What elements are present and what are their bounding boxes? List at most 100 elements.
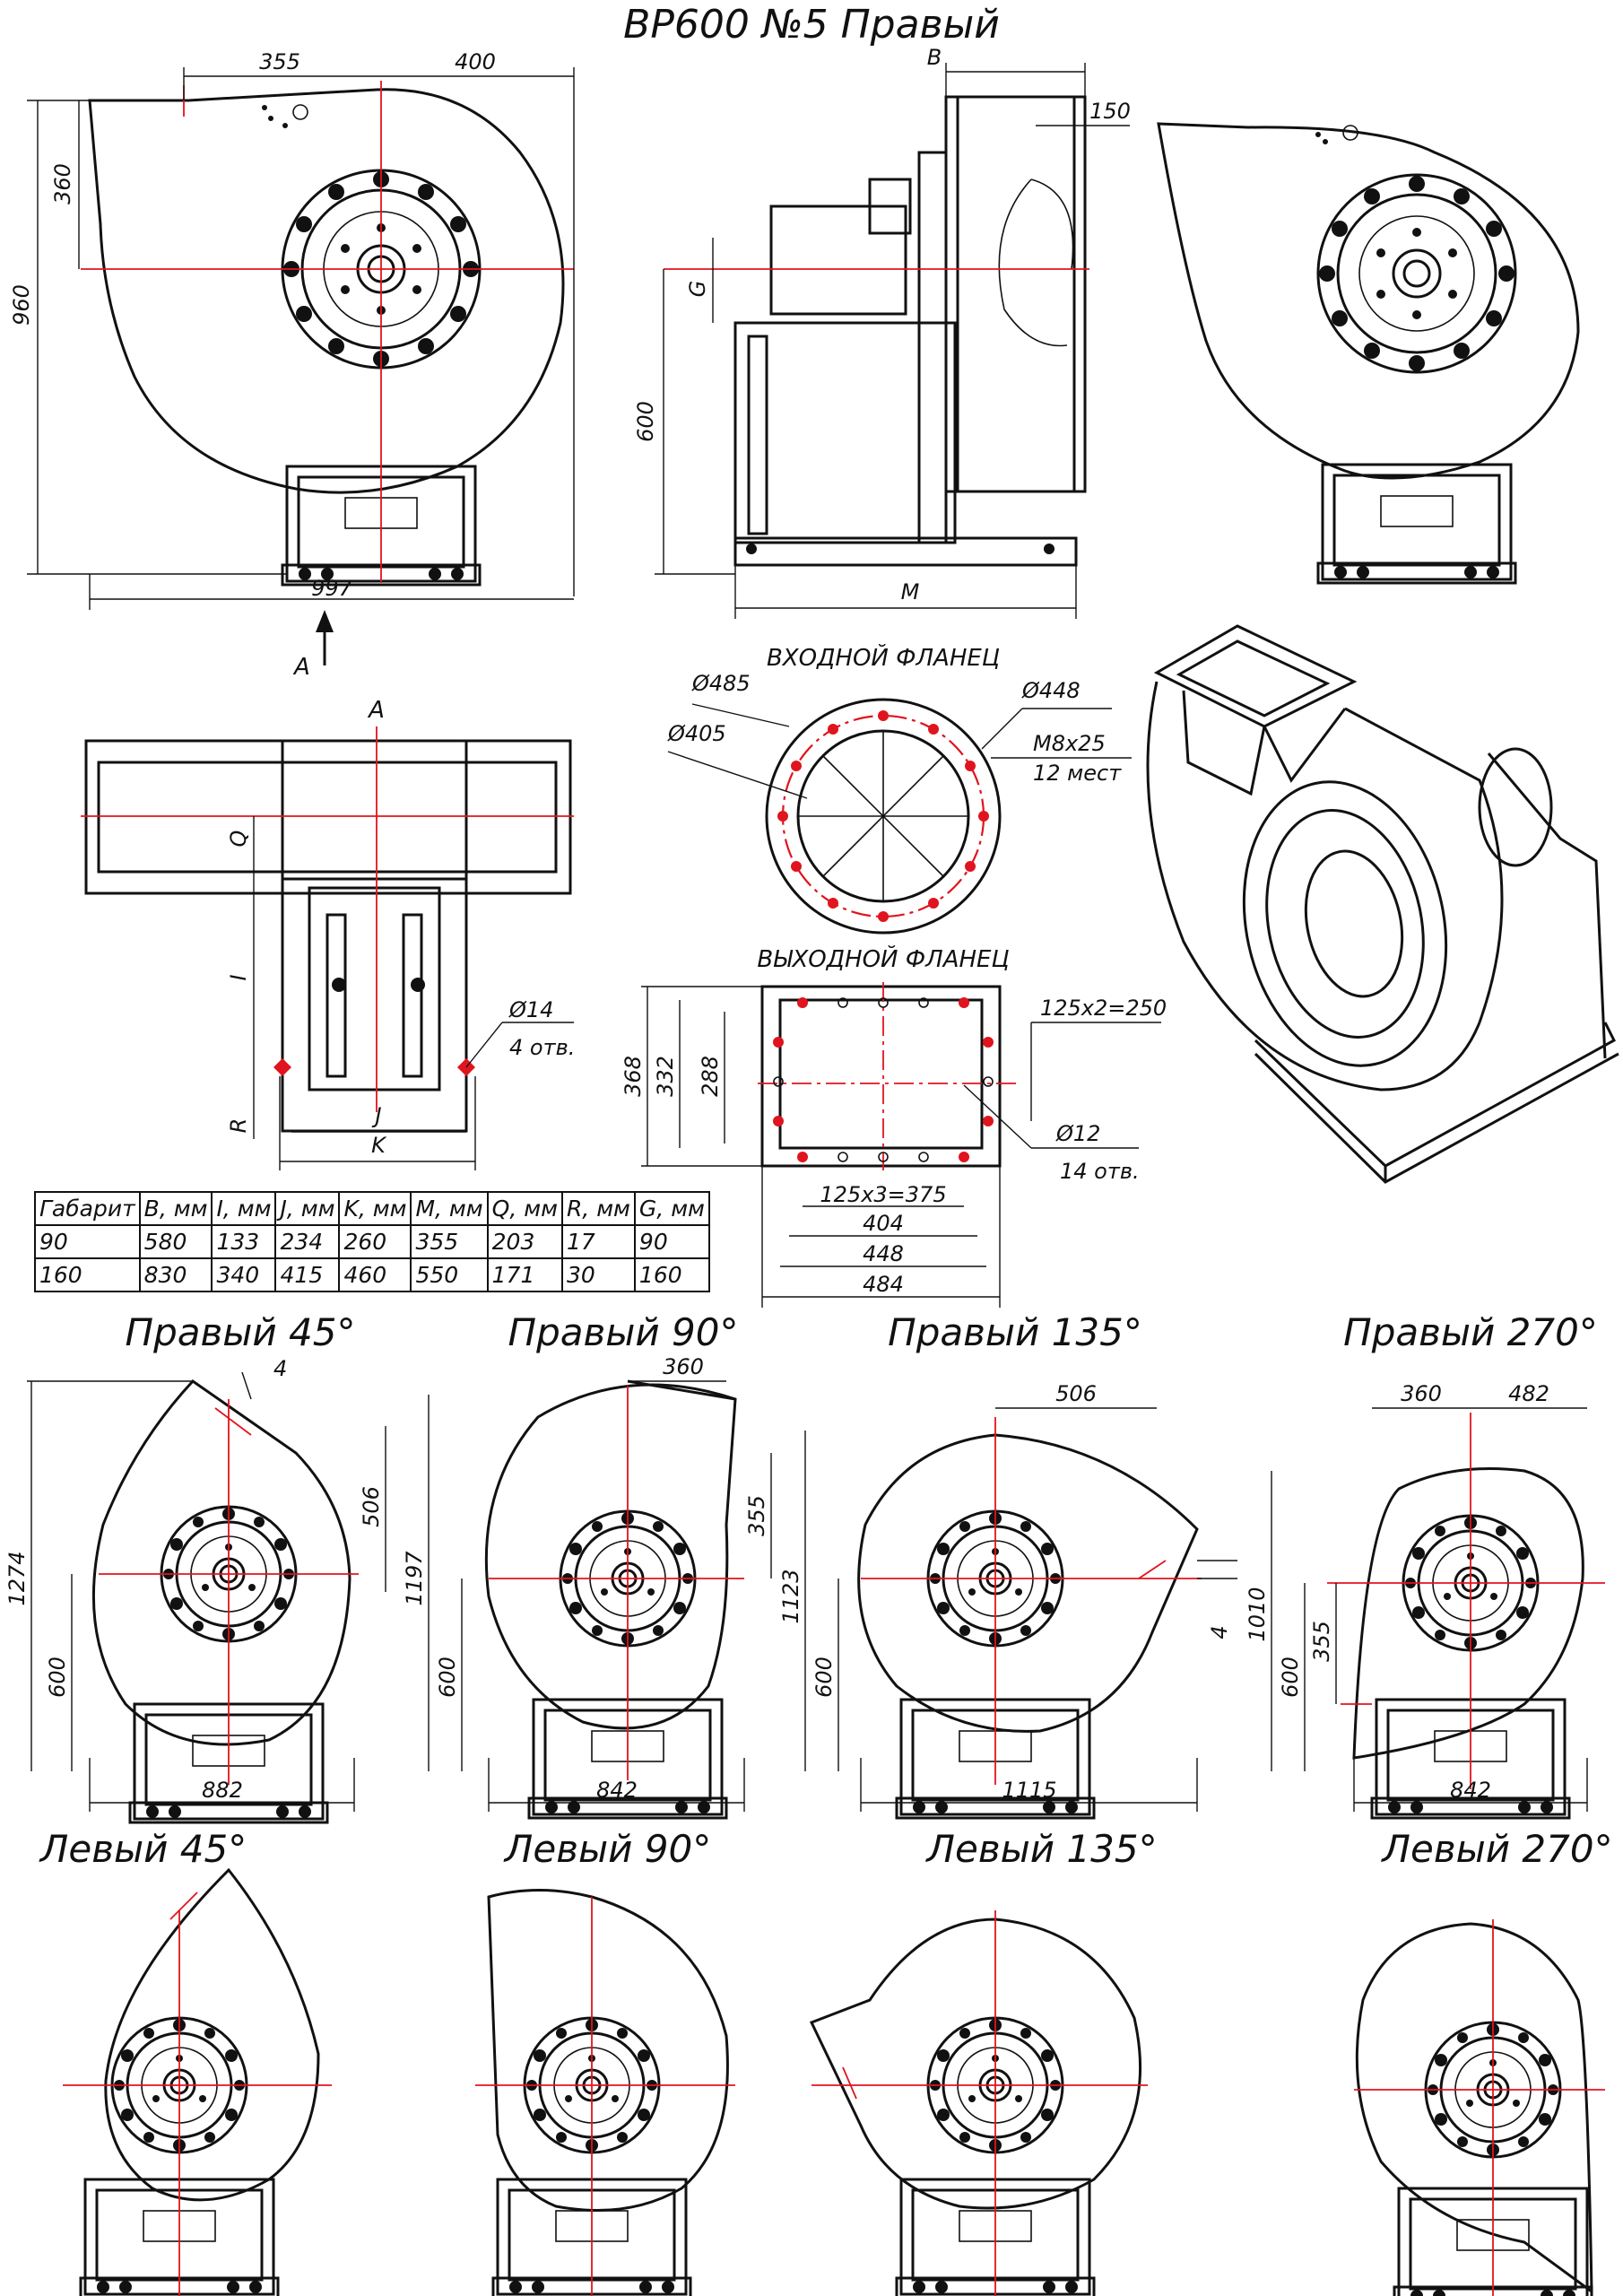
r135-d3: 1123 <box>778 1569 803 1623</box>
table-header-row: Габарит B, мм I, мм J, мм K, мм M, мм Q,… <box>34 1191 710 1226</box>
dim-Q: Q <box>226 831 251 848</box>
r90-label: Правый 90° <box>508 1310 739 1354</box>
r135-d4: 600 <box>812 1657 837 1698</box>
r45-d1: 4 <box>273 1356 287 1381</box>
inlet-flange: ВХОДНОЙ ФЛАНЕЦ Ø485 Ø448 Ø405 M8x25 12 м… <box>667 643 1132 935</box>
dim-960: 960 <box>9 284 34 326</box>
dim-M: M <box>901 579 920 604</box>
table-cell: 30 <box>560 1257 636 1292</box>
table-cell: 203 <box>486 1224 563 1259</box>
isometric-view <box>1146 624 1619 1184</box>
table-header-cell: B, мм <box>138 1191 213 1226</box>
r270-label: Правый 270° <box>1343 1310 1598 1354</box>
inlet-d485: Ø485 <box>691 671 751 696</box>
outlet-d448: 448 <box>863 1241 904 1266</box>
table-cell: 830 <box>138 1257 213 1292</box>
r45-label: Правый 45° <box>126 1310 356 1354</box>
table-header-cell: R, мм <box>560 1191 636 1226</box>
r270-d1: 360 <box>1401 1381 1442 1406</box>
rear-view <box>1157 122 1580 585</box>
dim-355: 355 <box>259 49 300 74</box>
inlet-bolt: M8x25 <box>1033 731 1106 756</box>
outlet-d484: 484 <box>863 1272 904 1297</box>
dim-I: I <box>226 974 251 980</box>
table-header-cell: J, мм <box>274 1191 341 1226</box>
dim-997: 997 <box>311 576 353 601</box>
side-view: B 150 G 600 M <box>633 45 1131 619</box>
r90-d5: 842 <box>596 1778 638 1803</box>
plan-view: A A Q I R J K Ø14 4 отв. <box>81 610 575 1170</box>
table-cell: 17 <box>560 1224 636 1259</box>
r45-d4: 600 <box>45 1657 70 1698</box>
table-cell: 355 <box>410 1224 489 1259</box>
dim-K: K <box>371 1133 387 1158</box>
table-cell: 171 <box>486 1257 563 1292</box>
table-cell: 133 <box>211 1224 277 1259</box>
table-header-cell: Габарит <box>34 1191 141 1226</box>
outlet-d332: 332 <box>653 1056 678 1097</box>
r90-d1: 360 <box>663 1354 704 1379</box>
r135-label: Правый 135° <box>888 1310 1142 1354</box>
dim-R: R <box>226 1118 251 1134</box>
outlet-flange-title: ВЫХОДНОЙ ФЛАНЕЦ <box>757 944 1009 973</box>
hole-note: Ø14 <box>508 997 553 1022</box>
table-cell: 260 <box>338 1224 412 1259</box>
dim-B: B <box>927 45 942 70</box>
table-cell: 580 <box>138 1224 213 1259</box>
r45-d3: 1274 <box>4 1551 30 1605</box>
variant-left-45: Левый 45° <box>39 1827 332 2296</box>
variant-left-270: Левый 270° <box>1354 1827 1613 2296</box>
inlet-d448: Ø448 <box>1021 678 1081 703</box>
r90-d3: 1197 <box>402 1551 427 1606</box>
dim-150: 150 <box>1089 99 1131 124</box>
table-header-cell: Q, мм <box>486 1191 563 1226</box>
drawing-title: ВР600 №5 Правый <box>623 2 1000 48</box>
arrow-a-label: A <box>292 654 310 681</box>
outlet-d12: Ø12 <box>1055 1121 1100 1146</box>
size-table: Габарит B, мм I, мм J, мм K, мм M, мм Q,… <box>34 1191 710 1292</box>
r45-d5: 882 <box>202 1778 243 1803</box>
table-header-cell: K, мм <box>338 1191 412 1226</box>
outlet-holes: 14 отв. <box>1060 1159 1140 1184</box>
l45-label: Левый 45° <box>39 1827 247 1871</box>
dim-J: J <box>371 1103 381 1128</box>
table-cell: 90 <box>34 1224 141 1259</box>
r45-d2: 506 <box>359 1486 384 1527</box>
r270-d6: 842 <box>1450 1778 1491 1803</box>
table-header-cell: G, мм <box>633 1191 710 1226</box>
outlet-d404: 404 <box>863 1211 904 1236</box>
table-cell: 234 <box>274 1224 341 1259</box>
outlet-flange: ВЫХОДНОЙ ФЛАНЕЦ 368 332 288 125x2=250 Ø1… <box>621 944 1167 1308</box>
outlet-side: 125x2=250 <box>1040 996 1167 1021</box>
variant-right-135: 1123 600 506 4 1115 Правый 135° <box>778 1310 1237 1820</box>
table-row: 160 830 340 415 460 550 171 30 160 <box>34 1257 710 1292</box>
inlet-count: 12 мест <box>1033 761 1122 786</box>
dim-360: 360 <box>50 163 75 204</box>
r135-d5: 1115 <box>1002 1778 1056 1803</box>
table-header-cell: I, мм <box>211 1191 277 1226</box>
l135-label: Левый 135° <box>924 1827 1157 1871</box>
r270-d4: 600 <box>1278 1657 1303 1698</box>
variant-right-270: 360 482 1010 600 355 842 Правый 270° <box>1245 1310 1605 1820</box>
table-row: 90 580 133 234 260 355 203 17 90 <box>34 1224 710 1259</box>
hole-count: 4 отв. <box>509 1035 575 1060</box>
view-a-label: A <box>367 697 385 724</box>
r270-d5: 355 <box>1309 1621 1334 1662</box>
front-view: 355 400 360 960 997 <box>9 49 575 610</box>
outlet-d288: 288 <box>698 1056 723 1097</box>
table-cell: 460 <box>338 1257 412 1292</box>
outlet-bottom: 125x3=375 <box>820 1182 946 1207</box>
l90-label: Левый 90° <box>503 1827 711 1871</box>
table-cell: 340 <box>211 1257 277 1292</box>
variant-left-135: Левый 135° <box>809 1827 1158 2296</box>
dim-400: 400 <box>455 49 496 74</box>
inlet-d405: Ø405 <box>667 721 726 746</box>
r90-d4: 600 <box>435 1657 460 1698</box>
table-cell: 160 <box>34 1257 141 1292</box>
inlet-flange-title: ВХОДНОЙ ФЛАНЕЦ <box>767 643 1000 672</box>
variant-right-90: 1197 600 355 360 842 Правый 90° <box>402 1310 772 1820</box>
variant-right-45: 1274 600 506 4 882 Правый 45° <box>4 1310 386 1824</box>
l270-label: Левый 270° <box>1380 1827 1612 1871</box>
table-header-cell: M, мм <box>410 1191 489 1226</box>
